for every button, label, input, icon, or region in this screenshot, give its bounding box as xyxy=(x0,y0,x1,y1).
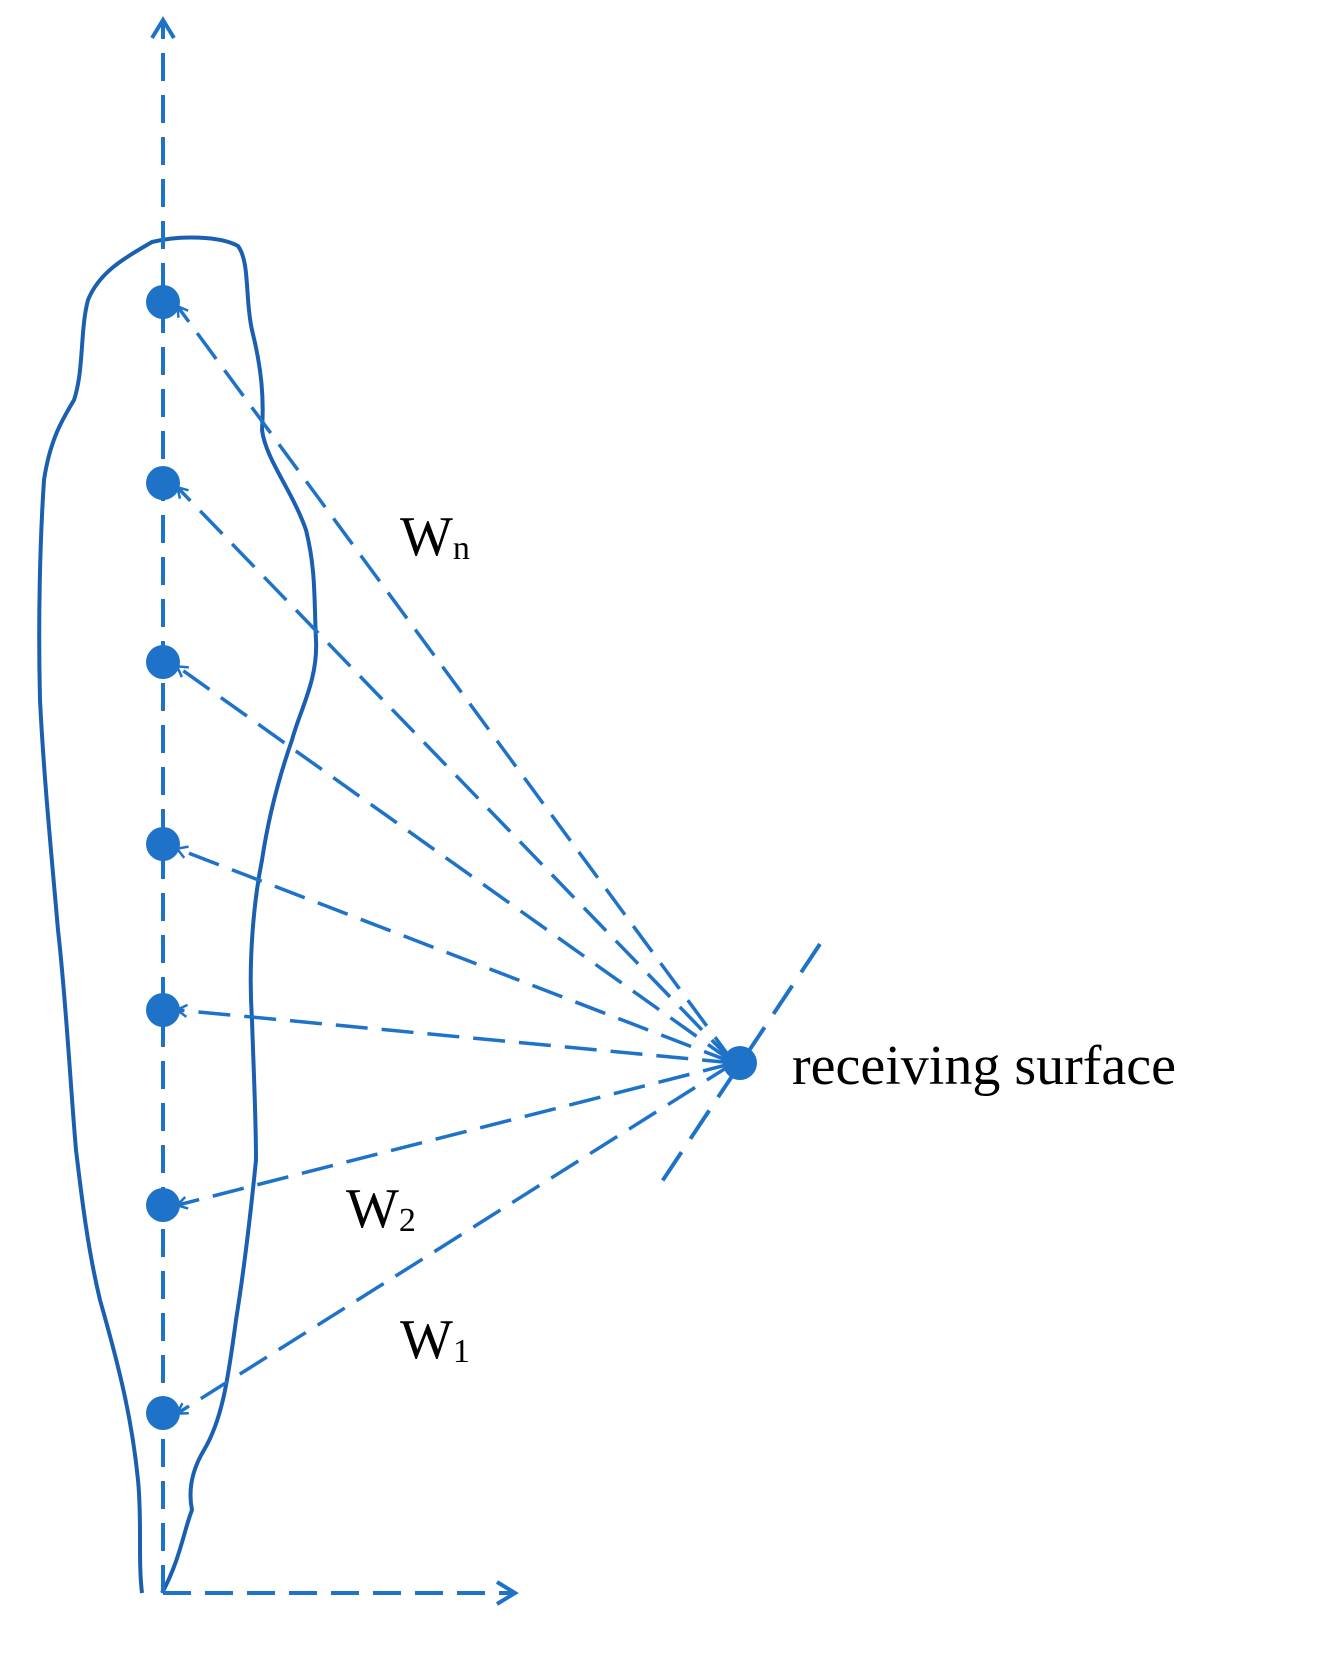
label-w-n: Wn xyxy=(400,506,470,568)
point-3 xyxy=(146,993,180,1027)
ray-4 xyxy=(178,849,735,1065)
ray-1 xyxy=(178,1061,735,1413)
point-7 xyxy=(146,285,180,319)
point-6 xyxy=(146,466,180,500)
point-1 xyxy=(146,1396,180,1430)
ray-2 xyxy=(178,1061,735,1205)
point-4 xyxy=(146,827,180,861)
crown-outline xyxy=(37,235,319,1594)
crown-points xyxy=(146,285,180,1430)
ray-7 xyxy=(178,307,736,1065)
ray-6 xyxy=(178,488,736,1065)
label-w-1: W1 xyxy=(400,1309,470,1371)
label-w-2: W2 xyxy=(346,1178,416,1240)
point-5 xyxy=(146,645,180,679)
ray-3 xyxy=(178,1010,735,1065)
point-2 xyxy=(146,1188,180,1222)
rays xyxy=(178,307,736,1413)
ray-5 xyxy=(178,667,736,1065)
label-receiving-surface: receiving surface xyxy=(792,1035,1176,1097)
receiving-point xyxy=(723,1046,757,1080)
